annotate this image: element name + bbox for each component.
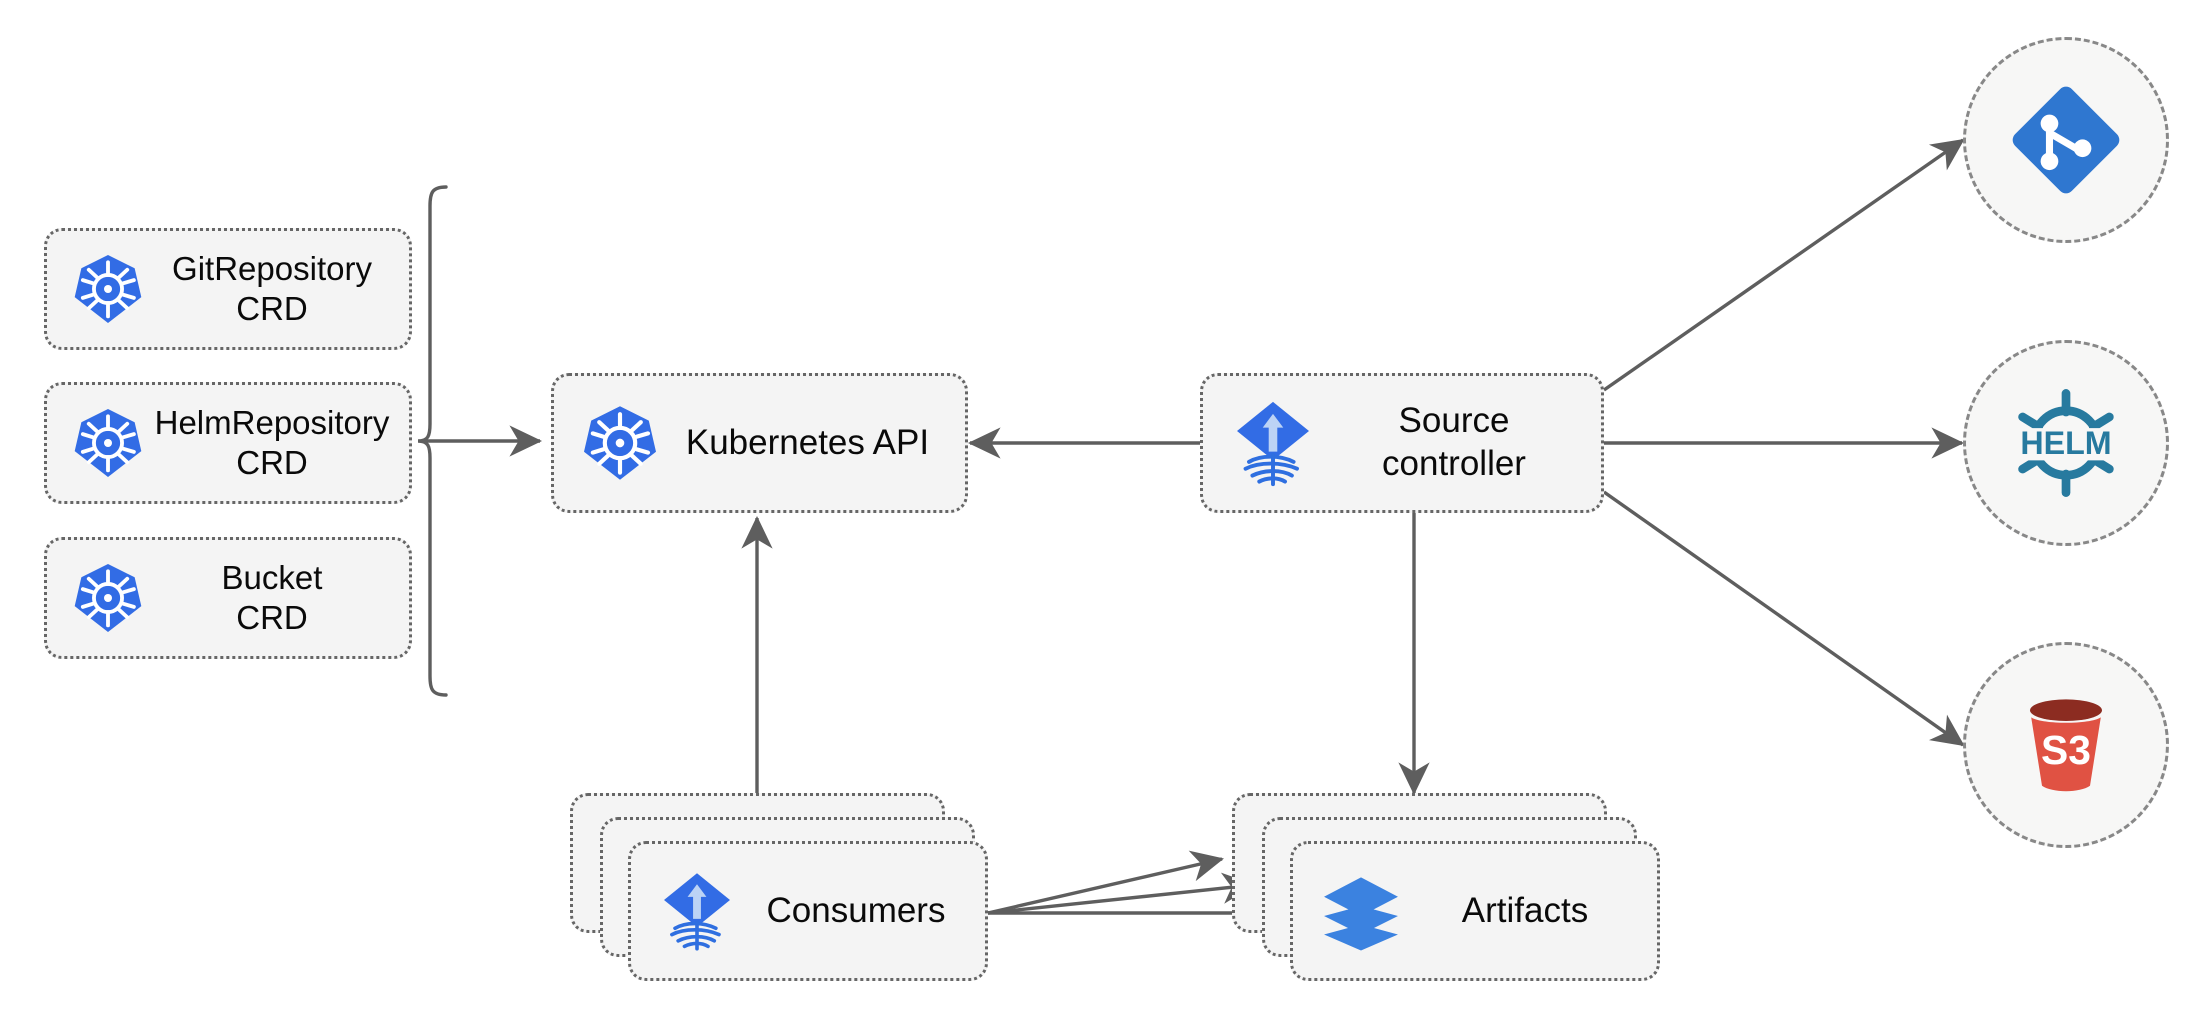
node-consumers[interactable]: Consumers bbox=[628, 841, 988, 981]
crd-box-gitrepository[interactable]: GitRepository CRD bbox=[44, 228, 412, 350]
git-icon bbox=[2007, 81, 2125, 199]
kubernetes-icon bbox=[71, 406, 145, 480]
flux-icon bbox=[1229, 395, 1317, 491]
edge-source-to-git bbox=[1603, 138, 1965, 392]
node-source-controller[interactable]: Source controller bbox=[1200, 373, 1604, 513]
node-kubernetes-api[interactable]: Kubernetes API bbox=[551, 373, 968, 513]
backend-s3[interactable]: S3 bbox=[1963, 642, 2169, 848]
s3-label: S3 bbox=[2041, 727, 2091, 773]
s3-bucket-icon: S3 bbox=[2006, 685, 2126, 805]
helm-label: HELM bbox=[2020, 425, 2111, 461]
node-artifacts[interactable]: Artifacts bbox=[1290, 841, 1660, 981]
kubernetes-icon bbox=[71, 252, 145, 326]
edge-source-to-s3 bbox=[1603, 490, 1965, 747]
kubernetes-icon bbox=[71, 561, 145, 635]
node-label: Consumers bbox=[766, 890, 946, 930]
crd-group-brace bbox=[417, 185, 448, 697]
node-label: Artifacts bbox=[1461, 890, 1589, 930]
crd-label: HelmRepository CRD bbox=[154, 403, 390, 481]
node-label: Source controller bbox=[1382, 401, 1526, 483]
crd-box-helmrepository[interactable]: HelmRepository CRD bbox=[44, 382, 412, 504]
node-label: Kubernetes API bbox=[685, 422, 930, 462]
edge-consumers-to-artifacts-1 bbox=[987, 850, 1224, 915]
crd-label: Bucket CRD bbox=[221, 558, 323, 636]
flux-icon bbox=[657, 867, 737, 955]
kubernetes-icon bbox=[580, 403, 660, 483]
edge-consumers-to-artifacts-2 bbox=[987, 872, 1256, 915]
crd-label: GitRepository CRD bbox=[172, 249, 372, 327]
backend-git[interactable] bbox=[1963, 37, 2169, 243]
layers-icon bbox=[1319, 869, 1403, 953]
backend-helm[interactable]: HELM bbox=[1963, 340, 2169, 546]
crd-box-bucket[interactable]: Bucket CRD bbox=[44, 537, 412, 659]
helm-icon: HELM bbox=[2004, 381, 2128, 505]
